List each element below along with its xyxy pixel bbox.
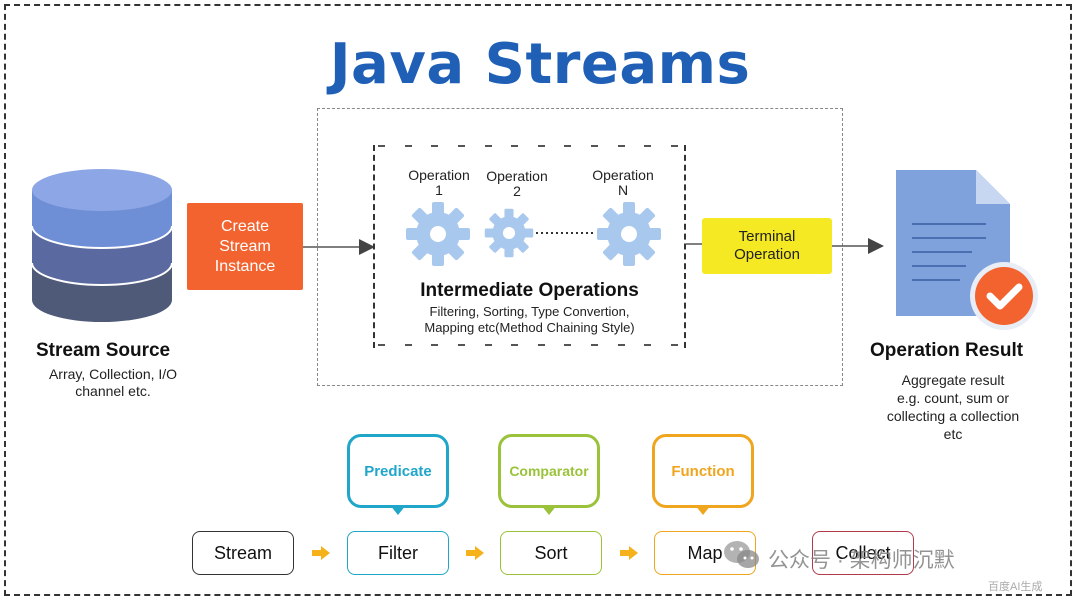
database-icon bbox=[31, 169, 173, 322]
op1-line2: 1 bbox=[435, 182, 443, 198]
op2-line1: Operation bbox=[486, 168, 548, 184]
image-frame bbox=[4, 4, 1072, 596]
arrow-to-result bbox=[832, 238, 884, 254]
terminal-line2: Operation bbox=[734, 246, 800, 263]
pipeline-arrow-1 bbox=[312, 546, 330, 560]
source-desc-line2: channel etc. bbox=[75, 383, 151, 399]
function-pointer bbox=[695, 505, 711, 515]
gear-icon-1 bbox=[406, 202, 470, 266]
intermediate-line1: Filtering, Sorting, Type Convertion, bbox=[429, 304, 630, 319]
predicate-pointer bbox=[390, 505, 406, 515]
dotted-bottom-edge bbox=[378, 344, 678, 350]
create-line3: Instance bbox=[214, 257, 276, 275]
intermediate-description: Filtering, Sorting, Type Convertion, Map… bbox=[376, 304, 683, 336]
create-line1: Create bbox=[220, 217, 269, 235]
pipeline-arrow-3 bbox=[620, 546, 638, 560]
line-to-terminal bbox=[686, 243, 702, 245]
operation-1-label: Operation 1 bbox=[394, 168, 484, 198]
pipeline-arrow-2 bbox=[466, 546, 484, 560]
function-bubble: Function bbox=[652, 434, 754, 515]
wechat-icon bbox=[724, 541, 759, 568]
function-label: Function bbox=[652, 434, 754, 508]
dotted-connector bbox=[536, 232, 594, 234]
pipeline-filter: Filter bbox=[347, 531, 449, 575]
source-heading: Stream Source bbox=[36, 340, 171, 361]
checkmark-icon bbox=[970, 262, 1038, 330]
predicate-bubble: Predicate bbox=[347, 434, 449, 515]
comparator-label: Comparator bbox=[498, 434, 600, 508]
intermediate-line2: Mapping etc(Method Chaining Style) bbox=[424, 320, 635, 335]
pipeline-sort: Sort bbox=[500, 531, 602, 575]
result-line4: etc bbox=[943, 426, 963, 442]
pipeline-collect: Collect bbox=[812, 531, 914, 575]
opn-line1: Operation bbox=[592, 167, 654, 183]
operation-2-label: Operation 2 bbox=[472, 169, 562, 199]
op2-line2: 2 bbox=[513, 183, 521, 199]
create-stream-box: Create Stream Instance bbox=[187, 203, 303, 290]
gear-icon-n bbox=[597, 202, 661, 266]
corner-watermark: 百度AI生成 bbox=[988, 581, 1043, 593]
result-line2: e.g. count, sum or bbox=[896, 390, 1010, 406]
opn-line2: N bbox=[617, 182, 629, 198]
intermediate-box bbox=[373, 145, 686, 348]
gear-icon-2 bbox=[484, 208, 534, 258]
pipeline-stream: Stream bbox=[192, 531, 294, 575]
comparator-pointer bbox=[541, 505, 557, 515]
create-line2: Stream bbox=[219, 237, 271, 255]
terminal-operation-box: Terminal Operation bbox=[702, 218, 832, 274]
predicate-label: Predicate bbox=[347, 434, 449, 508]
result-line1: Aggregate result bbox=[901, 372, 1005, 388]
page-title: Java Streams bbox=[329, 32, 751, 97]
operation-n-label: Operation N bbox=[578, 168, 668, 198]
source-description: Array, Collection, I/O channel etc. bbox=[28, 366, 198, 400]
result-description: Aggregate result e.g. count, sum or coll… bbox=[862, 371, 1044, 443]
arrow-to-intermediate bbox=[303, 239, 375, 255]
watermark-text: 公众号 · 架构师沉默 bbox=[768, 549, 955, 572]
op1-line1: Operation bbox=[408, 167, 470, 183]
source-desc-line1: Array, Collection, I/O bbox=[48, 366, 178, 382]
intermediate-heading: Intermediate Operations bbox=[420, 280, 639, 301]
dotted-top-edge bbox=[378, 145, 678, 151]
intermediate-region bbox=[317, 108, 843, 386]
result-line3: collecting a collection bbox=[886, 408, 1020, 424]
terminal-line1: Terminal bbox=[738, 228, 796, 245]
comparator-bubble: Comparator bbox=[498, 434, 600, 515]
result-heading: Operation Result bbox=[870, 340, 1024, 361]
